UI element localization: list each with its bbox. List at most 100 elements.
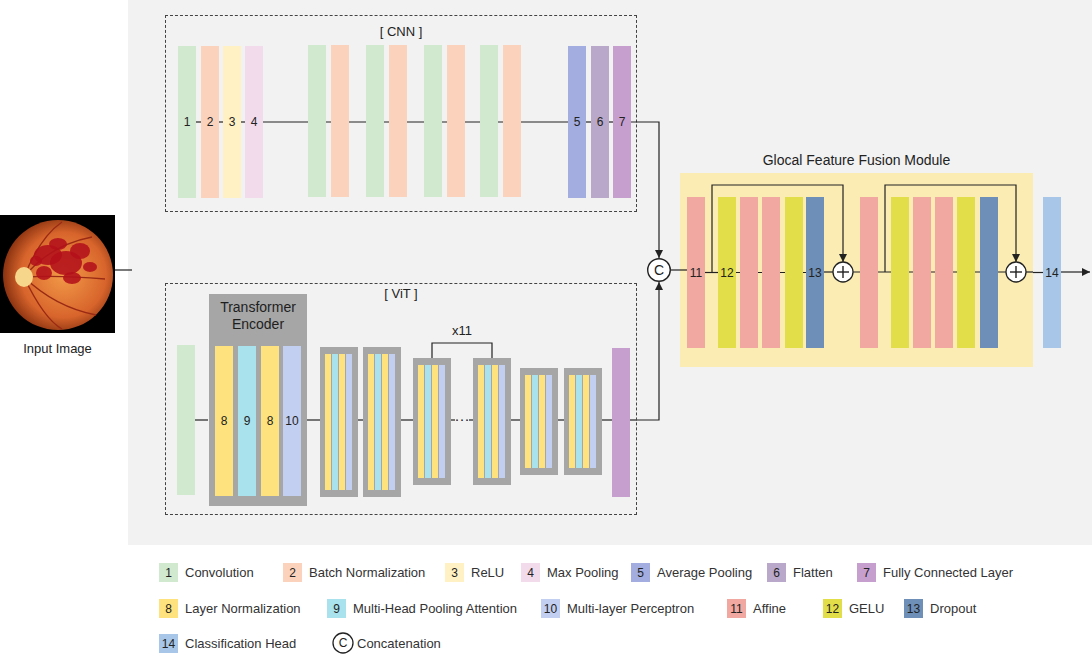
callout-number: 1 <box>184 115 191 129</box>
layer-bar <box>424 45 442 197</box>
callout-number: 10 <box>544 602 557 616</box>
layer-bar <box>375 354 381 490</box>
legend-text: Convolution <box>185 565 254 580</box>
fusion-module-box: Glocal Feature Fusion Module111213 <box>680 173 1033 367</box>
encoder-block <box>320 347 358 497</box>
layer-bar <box>612 348 630 497</box>
layer-bar <box>480 45 498 197</box>
ellipsis: ··· <box>455 410 470 427</box>
connector <box>671 269 687 270</box>
encoder-block <box>363 347 401 497</box>
layer-bar <box>785 197 803 348</box>
legend-text: Average Pooling <box>657 565 752 580</box>
callout-number: 4 <box>527 566 534 580</box>
connector <box>609 121 613 122</box>
layer-bar: 5 <box>568 46 586 198</box>
layer-bar <box>492 365 498 478</box>
dashed-group-box: [ ViT ]Transformer Encoder89810 <box>165 283 637 515</box>
legend-text: Fully Connected Layer <box>883 565 1013 580</box>
layer-bar <box>532 375 538 468</box>
callout-number: 13 <box>808 266 821 280</box>
layer-bar: 7 <box>613 46 631 198</box>
layer-bar <box>177 345 195 495</box>
legend-text: Max Pooling <box>547 565 619 580</box>
layer-bar <box>980 197 998 348</box>
dashed-group-box: [ CNN ]1234567 <box>165 15 637 212</box>
skip-connection <box>885 185 1016 272</box>
input-wire <box>115 269 132 270</box>
callout-number: 2 <box>207 115 214 129</box>
layer-bar <box>439 365 445 478</box>
layer-bar <box>389 354 395 490</box>
layer-bar <box>913 197 931 348</box>
layer-bar <box>762 197 780 348</box>
layer-bar <box>590 375 596 468</box>
layer-bar: 1 <box>178 46 196 198</box>
fusion-wire <box>1026 271 1033 272</box>
hemorrhage <box>83 262 97 272</box>
legend-text: Layer Normalization <box>185 601 301 616</box>
legend-text: Flatten <box>793 565 833 580</box>
callout-number: 5 <box>637 566 644 580</box>
connector <box>219 121 223 122</box>
hemorrhage <box>63 272 81 284</box>
layer-bar <box>891 197 909 348</box>
layer-bar <box>325 354 331 490</box>
circle-shape <box>648 259 671 282</box>
layer-bar <box>478 365 484 478</box>
layer-bar: 11 <box>687 197 705 348</box>
callout-number: 14 <box>162 637 175 651</box>
layer-bar: 6 <box>591 46 609 198</box>
layer-bar <box>366 45 384 197</box>
blood-vessel <box>24 277 96 315</box>
concat-symbol: C <box>654 262 664 278</box>
layer-bar: 10 <box>283 346 301 496</box>
layer-bar <box>339 354 345 490</box>
layer-bar: 3 <box>223 46 241 198</box>
node-title: Input Image <box>0 341 125 356</box>
connector <box>705 272 718 273</box>
legend-text: Classification Head <box>185 636 296 651</box>
callout-number: 14 <box>1045 266 1058 280</box>
output-arrow <box>1061 271 1090 272</box>
layer-bar: 14 <box>1043 197 1061 348</box>
fusion-wire <box>824 271 833 272</box>
layer-bar: 8 <box>261 346 279 496</box>
connector <box>637 282 659 420</box>
callout-number: 8 <box>267 414 274 428</box>
encoder-block <box>413 358 451 485</box>
hemorrhage <box>30 256 42 266</box>
legend-text: Affine <box>753 601 786 616</box>
callout-number: 12 <box>826 602 839 616</box>
vit-wire <box>630 419 637 420</box>
encoder-block <box>564 368 602 475</box>
layer-bar <box>503 45 521 197</box>
concat-circle: C <box>647 258 671 282</box>
add-symbol <box>1006 262 1026 282</box>
layer-bar <box>957 197 975 348</box>
connector <box>1033 272 1043 273</box>
fusion-wire <box>853 271 1006 272</box>
layer-bar: 12 <box>718 197 736 348</box>
connector <box>631 122 659 258</box>
callout-number: 12 <box>720 266 733 280</box>
callout-number: 3 <box>229 115 236 129</box>
layer-bar <box>499 365 505 478</box>
skip-connection <box>712 185 843 272</box>
layout-wires <box>115 270 637 420</box>
legend-text: Batch Normalization <box>309 565 425 580</box>
callout-number: 6 <box>597 115 604 129</box>
layer-bar <box>525 375 531 468</box>
add-symbol <box>833 262 853 282</box>
repeat-count: x11 <box>452 323 472 338</box>
legend-text: ReLU <box>471 565 504 580</box>
callout-number: 7 <box>863 566 870 580</box>
vit-wire <box>558 419 564 420</box>
layer-bar <box>539 375 545 468</box>
legend-concat-symbol <box>333 633 353 653</box>
layer-bar <box>346 354 352 490</box>
blood-vessel <box>24 237 92 277</box>
